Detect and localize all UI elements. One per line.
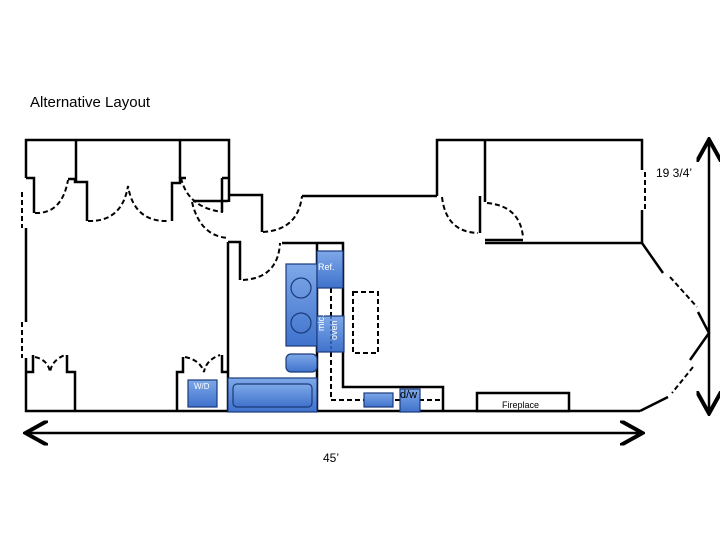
doors-and-windows [21,172,698,401]
microwave-label: mic. [316,314,326,332]
plan-title: Alternative Layout [30,94,151,111]
refrigerator-label: Ref. [318,262,335,272]
dishwasher [399,388,421,413]
width-dimension-label: 45’ [323,451,340,465]
washer-dryer-label: W/D [194,382,210,391]
washer-dryer [187,379,218,408]
dishwasher-label: d/w [400,389,418,401]
fireplace [475,391,571,413]
appliances [187,250,571,413]
cooktop [285,263,318,347]
counter-segment [285,353,318,373]
height-dimension-label: 19 3/4’ [656,166,693,180]
walls [24,138,711,413]
fireplace-label: Fireplace [502,400,540,410]
refrigerator [316,250,344,289]
oven-label: oven [329,320,339,340]
burner [290,277,312,299]
burner [290,312,312,334]
small-counter [363,392,394,408]
sink [232,383,313,408]
dimension-lines [28,142,709,433]
